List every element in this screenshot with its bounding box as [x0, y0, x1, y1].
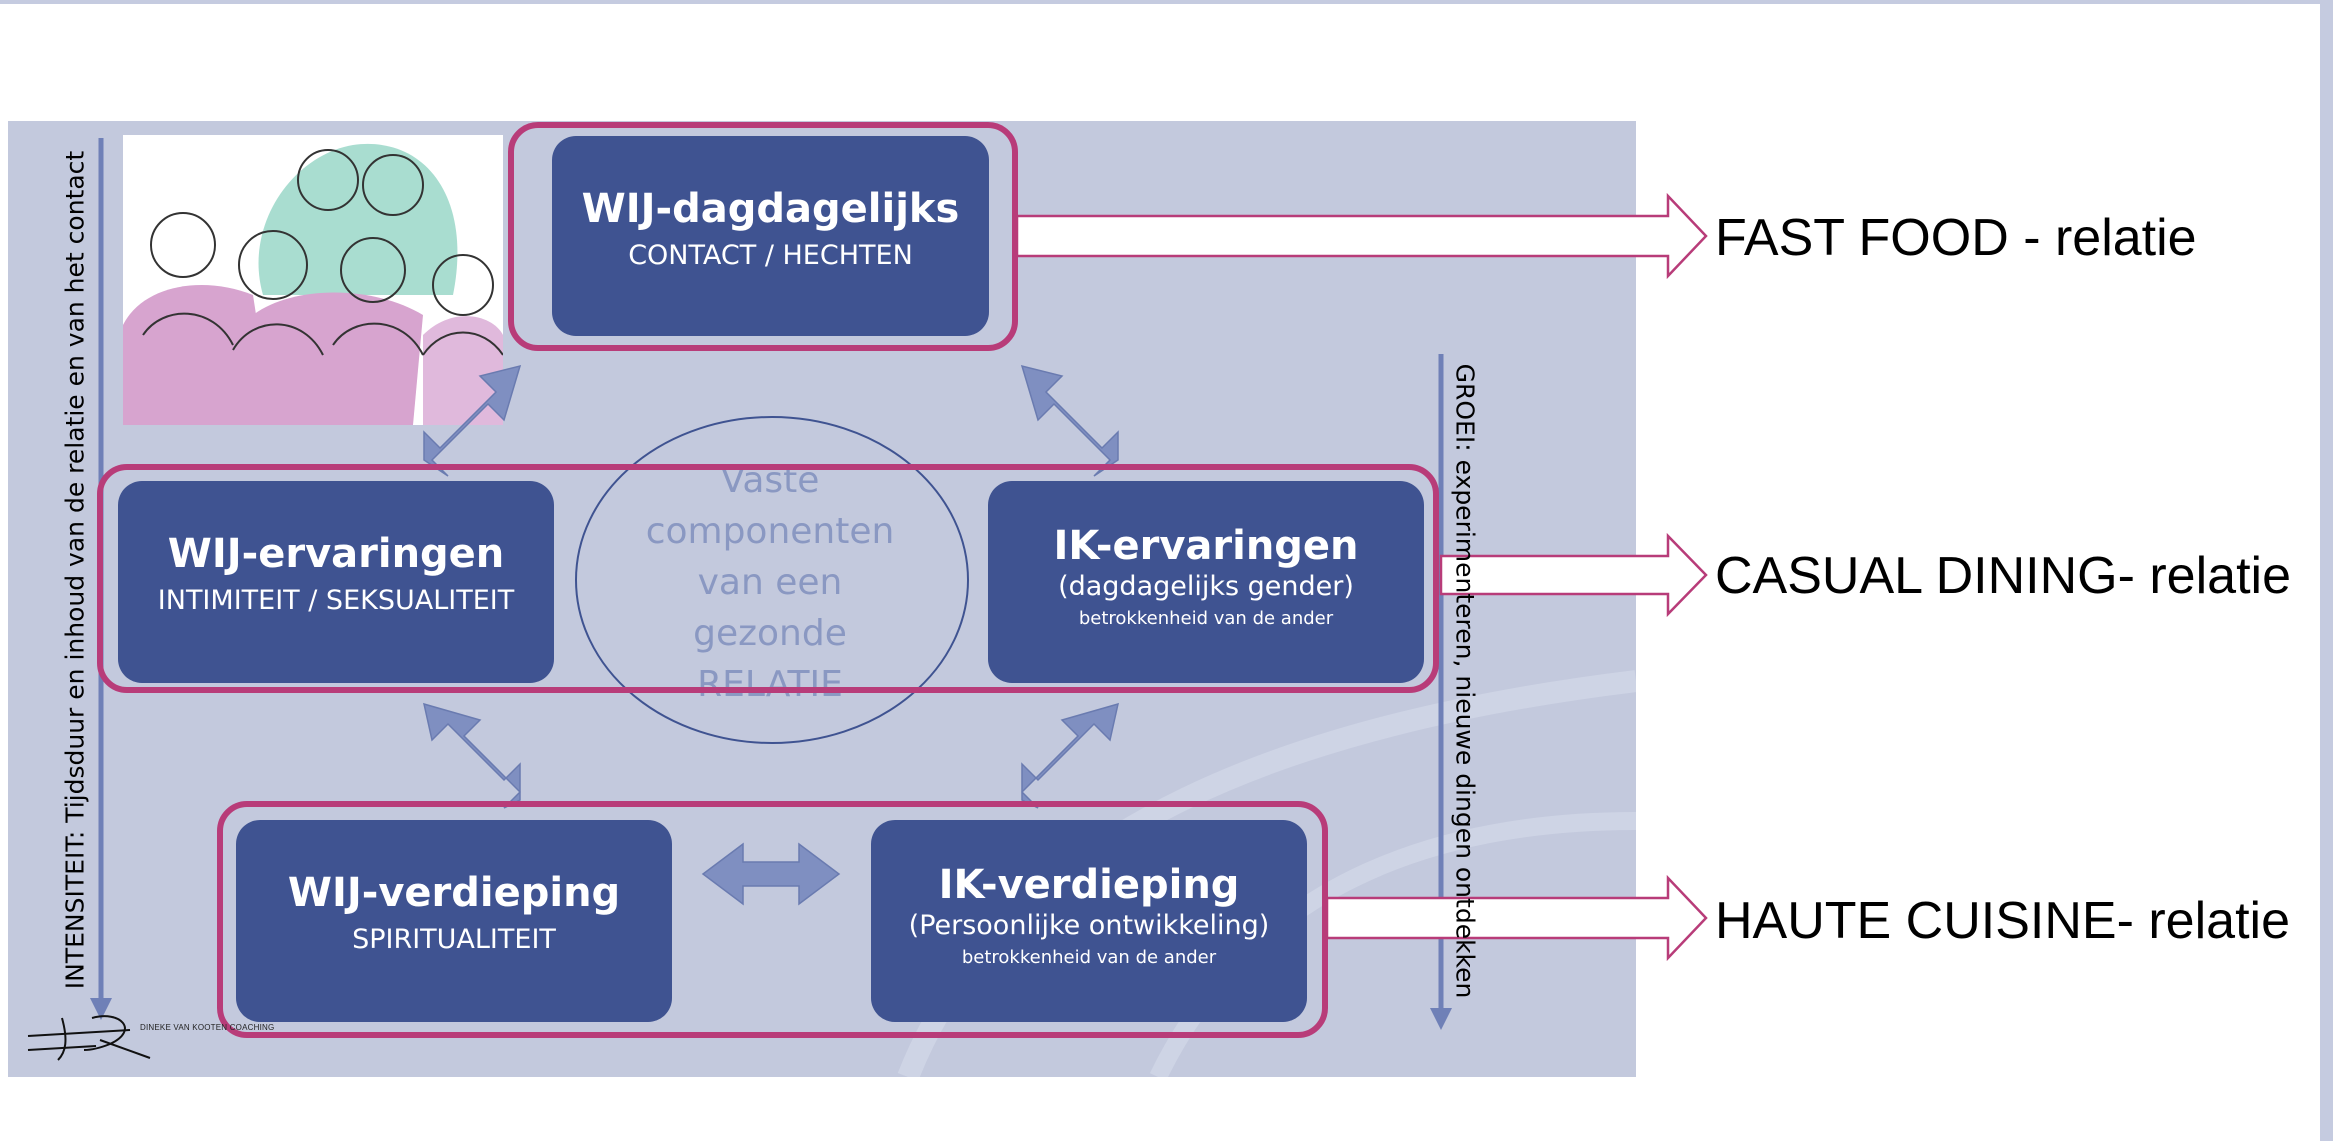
- box-wij-ervaringen: WIJ-ervaringen INTIMITEIT / SEKSUALITEIT: [118, 481, 554, 683]
- box-subtitle: INTIMITEIT / SEKSUALITEIT: [157, 585, 515, 616]
- outcome-casual-dining: CASUAL DINING- relatie: [1715, 547, 2291, 605]
- arrow-haute-cuisine: [1325, 874, 1708, 962]
- outcome-fast-food: FAST FOOD - relatie: [1715, 209, 2197, 267]
- arrow-top-left: [423, 364, 522, 477]
- box-subtitle: SPIRITUALITEIT: [352, 924, 556, 955]
- outcome-haute-cuisine: HAUTE CUISINE- relatie: [1715, 892, 2290, 950]
- arrow-horizontal: [701, 842, 841, 906]
- center-line: van een: [697, 562, 843, 603]
- box-wij-verdieping: WIJ-verdieping SPIRITUALITEIT: [236, 820, 672, 1022]
- band-top: [508, 122, 1018, 351]
- logo-mark: [27, 1015, 151, 1061]
- arrow-bottom-right: [1020, 702, 1120, 809]
- arrow-casual-dining: [1439, 532, 1708, 618]
- growth-axis-label: GROEI: experimenteren, nieuwe dingen ont…: [1450, 363, 1480, 999]
- band-middle: [97, 464, 1439, 693]
- box-title: IK-ervaringen: [1053, 523, 1359, 569]
- arrow-fast-food: [1015, 192, 1708, 280]
- intensity-axis-label: INTENSITEIT: Tijdsduur en inhoud van de …: [60, 150, 90, 990]
- slide-top-border: [0, 0, 2333, 4]
- box-subtitle: (dagdagelijks gender): [1058, 571, 1354, 602]
- box-title: WIJ-dagdagelijks: [581, 186, 960, 232]
- box-note: betrokkenheid van de ander: [961, 947, 1217, 968]
- box-title: IK-verdieping: [938, 862, 1240, 908]
- intensity-axis-arrowhead: [90, 998, 112, 1020]
- box-wij-dagdagelijks: WIJ-dagdagelijks CONTACT / HECHTEN: [552, 136, 989, 336]
- center-line: componenten: [645, 511, 895, 552]
- box-ik-ervaringen: IK-ervaringen (dagdagelijks gender) betr…: [988, 481, 1424, 683]
- center-concept: Vaste componenten van een gezonde RELATI…: [600, 455, 940, 710]
- people-illustration: [123, 135, 504, 425]
- logo-text: DINEKE VAN KOOTEN COACHING: [140, 1023, 275, 1032]
- box-subtitle: CONTACT / HECHTEN: [628, 240, 913, 271]
- box-note: betrokkenheid van de ander: [1078, 608, 1334, 629]
- slide-right-border: [2320, 0, 2333, 1141]
- center-line: RELATIE: [697, 664, 843, 705]
- box-subtitle: (Persoonlijke ontwikkeling): [908, 910, 1270, 941]
- arrow-top-right: [1020, 364, 1119, 477]
- arrow-bottom-left: [422, 702, 522, 809]
- growth-axis-arrowhead: [1430, 1008, 1452, 1030]
- box-title: WIJ-verdieping: [287, 870, 621, 916]
- box-ik-verdieping: IK-verdieping (Persoonlijke ontwikkeling…: [871, 820, 1307, 1022]
- center-ellipse: [575, 416, 969, 744]
- band-bottom: [217, 801, 1328, 1038]
- center-line: gezonde: [693, 613, 847, 654]
- box-title: WIJ-ervaringen: [167, 531, 505, 577]
